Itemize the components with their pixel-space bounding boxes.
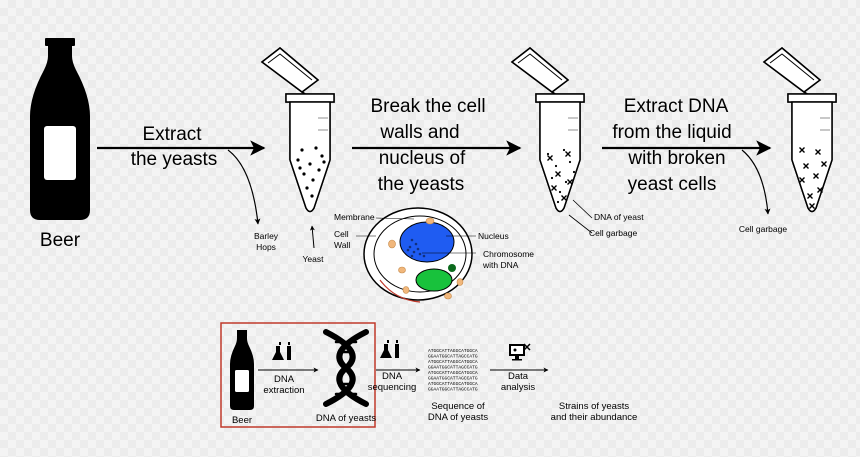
data-analysis-label-2: analysis bbox=[501, 382, 536, 393]
nucleus-shape bbox=[399, 221, 455, 263]
step2-line1: Break the cell bbox=[370, 96, 485, 117]
tube-dna bbox=[763, 47, 837, 213]
dna-sequencing-label-2: sequencing bbox=[368, 382, 417, 393]
step3-line2: from the liquid bbox=[612, 122, 731, 143]
step1-line2: the yeasts bbox=[131, 149, 218, 170]
dna-pointer bbox=[572, 199, 593, 219]
arrow-garbage bbox=[741, 149, 771, 215]
data-analysis-label-1: Data bbox=[508, 371, 529, 382]
sequence-block: ATGGCATTAGGCATGGCA GGAATGGCATTAGCCATG AT… bbox=[428, 348, 478, 393]
cell-wall-label-2: Wall bbox=[334, 240, 350, 250]
nucleus-label: Nucleus bbox=[478, 231, 509, 241]
barley-label: Barley bbox=[254, 231, 279, 241]
seq-line-7: ATGGCATTAGGCATGGCA bbox=[428, 381, 478, 387]
dna-extraction-label-2: extraction bbox=[263, 385, 304, 396]
dna-of-yeast-label: DNA of yeast bbox=[594, 212, 644, 222]
step2-line2: walls and bbox=[379, 122, 459, 143]
step2-line4: the yeasts bbox=[378, 174, 465, 195]
membrane-label: Membrane bbox=[334, 212, 375, 222]
dna-extraction-label-1: DNA bbox=[274, 374, 295, 385]
dna-of-yeasts-label: DNA of yeasts bbox=[316, 413, 376, 424]
seq-line-1: ATGGCATTAGGCATGGCA bbox=[428, 348, 478, 354]
step2-line3: nucleus of bbox=[379, 148, 466, 169]
seq-line-6: GGAATGGCATTAGCCATG bbox=[428, 376, 478, 382]
seq-line-3: ATGGCATTAGGCATGGCA bbox=[428, 359, 478, 365]
garbage-pointer bbox=[568, 214, 593, 234]
sequence-caption-2: DNA of yeasts bbox=[428, 412, 488, 423]
sequence-caption-1: Sequence of bbox=[431, 401, 485, 412]
small-beer-bottle-icon bbox=[230, 330, 254, 410]
small-beer-label: Beer bbox=[232, 415, 252, 426]
beer-label: Beer bbox=[40, 230, 81, 251]
seq-line-5: ATGGCATTAGGCATGGCA bbox=[428, 370, 478, 376]
step1-line1: Extract bbox=[142, 124, 202, 145]
strains-label-1: Strains of yeasts bbox=[559, 401, 629, 412]
sequencing-flask-icon bbox=[380, 340, 399, 358]
seq-line-8: GGAATGGCATTAGCCATG bbox=[428, 387, 478, 393]
chromosome-label-2: with DNA bbox=[482, 260, 519, 270]
dna-sequencing-label-1: DNA bbox=[382, 371, 403, 382]
tube-broken-cells bbox=[511, 47, 585, 213]
yeast-pointer bbox=[309, 225, 315, 249]
computer-analysis-icon bbox=[509, 343, 531, 361]
hops-label: Hops bbox=[256, 242, 276, 252]
seq-line-4: GGAATGGCATTAGCCATG bbox=[428, 365, 478, 371]
step3-line3: with broken bbox=[627, 148, 725, 169]
step3-line1: Extract DNA bbox=[624, 96, 729, 117]
cell-garbage-right-label: Cell garbage bbox=[739, 224, 787, 234]
dna-helix-icon bbox=[323, 329, 369, 407]
seq-line-2: GGAATGGCATTAGCCATG bbox=[428, 354, 478, 360]
tube-with-yeast bbox=[261, 47, 335, 213]
highlight-frame bbox=[220, 322, 376, 428]
strains-label-2: and their abundance bbox=[551, 412, 638, 423]
chromosome-label-1: Chromosome bbox=[483, 249, 534, 259]
flask-icon bbox=[272, 342, 291, 360]
yeast-cell-diagram bbox=[356, 207, 476, 303]
beer-bottle-icon bbox=[30, 38, 90, 220]
step3-line4: yeast cells bbox=[628, 174, 717, 195]
arrow-barley bbox=[227, 149, 261, 225]
cell-garbage-label: Cell garbage bbox=[589, 228, 637, 238]
cell-wall-label-1: Cell bbox=[334, 229, 349, 239]
yeast-label: Yeast bbox=[303, 254, 325, 264]
